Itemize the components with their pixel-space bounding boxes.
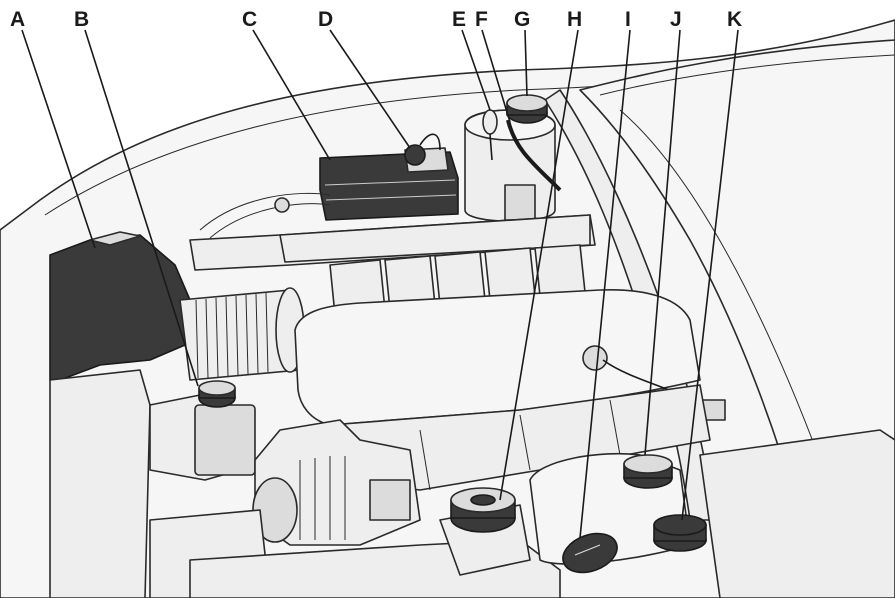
callout-labels: A B C D E F G H I J K [10, 8, 742, 31]
callout-label-c: C [242, 8, 257, 31]
leader-lines [21, 29, 739, 539]
dipstick-e [482, 109, 498, 161]
callout-label-b: B [74, 8, 89, 31]
cap-h [450, 487, 516, 533]
callout-label-d: D [318, 8, 333, 31]
callout-label-e: E [452, 8, 466, 31]
callout-label-f: F [475, 8, 488, 31]
callout-label-k: K [727, 8, 742, 31]
alternator [252, 419, 421, 546]
battery [319, 133, 459, 221]
cap-j [623, 454, 673, 489]
air-intake-duct [49, 231, 191, 381]
cap-i [562, 532, 618, 574]
callout-label-i: I [625, 8, 631, 31]
intake-runners [329, 244, 586, 316]
throttle-hose [179, 287, 305, 381]
engine-cover [294, 288, 726, 426]
cap-g [506, 94, 548, 124]
fuel-rail [189, 192, 596, 271]
callout-label-g: G [514, 8, 530, 31]
left-structure [49, 369, 256, 598]
callout-label-a: A [10, 8, 25, 31]
cap-b [198, 380, 236, 408]
callout-label-j: J [670, 8, 682, 31]
callout-label-h: H [567, 8, 582, 31]
cap-k [653, 514, 707, 552]
